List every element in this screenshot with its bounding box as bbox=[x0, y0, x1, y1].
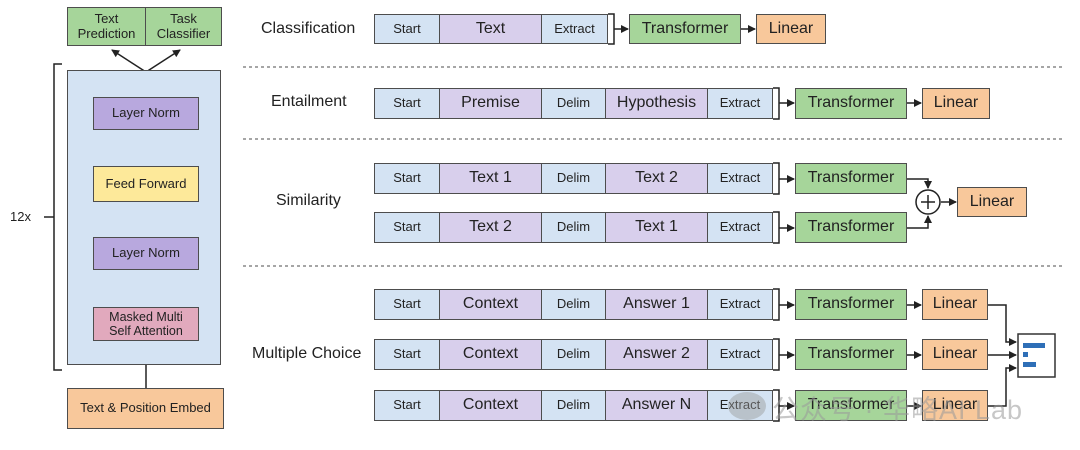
transformer-block: Transformer bbox=[795, 289, 907, 320]
token-answer-2: Answer 2 bbox=[605, 339, 708, 370]
token-text-2: Text 2 bbox=[605, 163, 708, 194]
entailment-label: Entailment bbox=[271, 93, 347, 110]
linear-block: Linear bbox=[922, 390, 988, 421]
token-extract: Extract bbox=[707, 339, 773, 370]
text-position-embed-block: Text & Position Embed bbox=[67, 388, 224, 429]
repeat-count-label: 12x bbox=[10, 209, 31, 224]
task-classifier-output: Task Classifier bbox=[145, 7, 222, 46]
token-hypothesis: Hypothesis bbox=[605, 88, 708, 119]
input-bracket bbox=[773, 162, 780, 195]
text-prediction-output: Text Prediction bbox=[67, 7, 146, 46]
token-start: Start bbox=[374, 88, 440, 119]
wechat-icon bbox=[728, 392, 766, 420]
classification-label: Classification bbox=[261, 20, 356, 37]
token-text-2: Text 2 bbox=[439, 212, 542, 243]
masked-self-attention-block: Masked Multi Self Attention bbox=[93, 307, 199, 341]
token-context: Context bbox=[439, 289, 542, 320]
token-extract: Extract bbox=[707, 163, 773, 194]
layer-norm-top: Layer Norm bbox=[93, 97, 199, 130]
token-start: Start bbox=[374, 14, 440, 44]
token-extract: Extract bbox=[707, 289, 773, 320]
linear-block: Linear bbox=[756, 14, 826, 44]
transformer-block: Transformer bbox=[795, 88, 907, 119]
similarity-label: Similarity bbox=[276, 192, 341, 209]
token-delim: Delim bbox=[541, 212, 606, 243]
transformer-block: Transformer bbox=[795, 339, 907, 370]
token-text-1: Text 1 bbox=[605, 212, 708, 243]
token-extract: Extract bbox=[541, 14, 608, 44]
token-delim: Delim bbox=[541, 390, 606, 421]
input-bracket bbox=[773, 211, 780, 244]
watermark-text: 公众号 · 华略AI Lab bbox=[772, 395, 1024, 425]
input-bracket bbox=[773, 338, 780, 371]
token-context: Context bbox=[439, 339, 542, 370]
token-delim: Delim bbox=[541, 88, 606, 119]
multiple-choice-label: Multiple Choice bbox=[252, 345, 362, 362]
token-premise: Premise bbox=[439, 88, 542, 119]
input-bracket bbox=[608, 13, 615, 45]
token-extract: Extract bbox=[707, 212, 773, 243]
token-start: Start bbox=[374, 163, 440, 194]
token-start: Start bbox=[374, 339, 440, 370]
input-bracket bbox=[773, 288, 780, 321]
token-start: Start bbox=[374, 212, 440, 243]
linear-block: Linear bbox=[922, 339, 988, 370]
linear-block: Linear bbox=[957, 187, 1027, 217]
linear-block: Linear bbox=[922, 88, 990, 119]
token-text-1: Text 1 bbox=[439, 163, 542, 194]
transformer-block: Transformer bbox=[795, 390, 907, 421]
layer-norm-bottom: Layer Norm bbox=[93, 237, 199, 270]
token-start: Start bbox=[374, 289, 440, 320]
token-extract: Extract bbox=[707, 88, 773, 119]
token-start: Start bbox=[374, 390, 440, 421]
transformer-block: Transformer bbox=[795, 212, 907, 243]
softmax-icon bbox=[1017, 333, 1056, 378]
repeat-bracket bbox=[53, 63, 62, 371]
token-extract: Extract bbox=[707, 390, 773, 421]
input-bracket bbox=[773, 87, 780, 120]
token-answer-1: Answer 1 bbox=[605, 289, 708, 320]
token-delim: Delim bbox=[541, 163, 606, 194]
transformer-block: Transformer bbox=[795, 163, 907, 194]
token-context: Context bbox=[439, 390, 542, 421]
token-text: Text bbox=[439, 14, 542, 44]
transformer-block: Transformer bbox=[629, 14, 741, 44]
token-delim: Delim bbox=[541, 339, 606, 370]
linear-block: Linear bbox=[922, 289, 988, 320]
token-delim: Delim bbox=[541, 289, 606, 320]
token-answer-n: Answer N bbox=[605, 390, 708, 421]
feed-forward-block: Feed Forward bbox=[93, 166, 199, 202]
